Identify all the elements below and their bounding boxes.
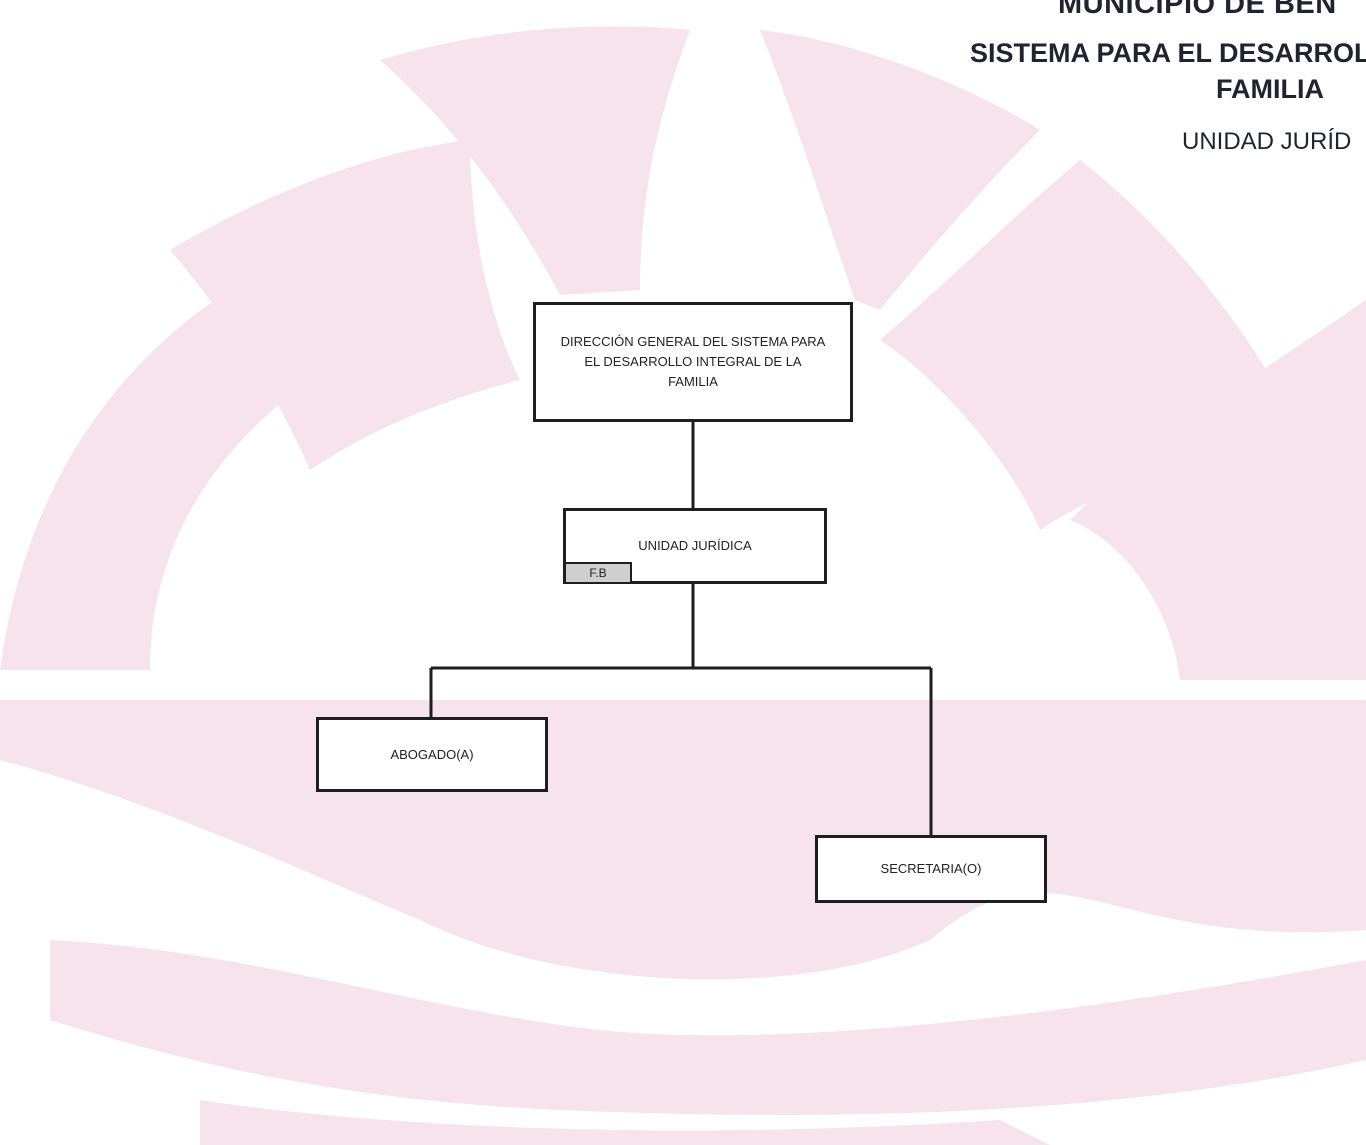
org-node-unidad-juridica: UNIDAD JURÍDICA <box>563 508 827 584</box>
header-municipality: MUNICIPIO DE BEN <box>1058 0 1337 20</box>
org-node-tag: F.B <box>564 562 632 584</box>
watermark-band <box>200 1100 1050 1145</box>
org-node-label: SECRETARIA(O) <box>880 861 982 876</box>
header-family: FAMILIA <box>1216 74 1324 104</box>
watermark-petal <box>1070 300 1366 680</box>
org-node-label: DIRECCIÓN GENERAL DEL SISTEMA PARA EL DE… <box>560 334 826 389</box>
org-node-direccion-general: DIRECCIÓN GENERAL DEL SISTEMA PARA EL DE… <box>533 302 853 422</box>
watermark-petal <box>170 140 520 470</box>
header-system: SISTEMA PARA EL DESARROL <box>970 38 1366 68</box>
org-node-abogado: ABOGADO(A) <box>316 717 548 792</box>
watermark-petal <box>380 26 690 295</box>
org-node-label: UNIDAD JURÍDICA <box>638 538 752 553</box>
watermark-petal <box>0 290 310 670</box>
document-header: MUNICIPIO DE BEN SISTEMA PARA EL DESARRO… <box>0 0 1366 170</box>
watermark-petal <box>760 30 1040 310</box>
watermark-band <box>50 940 1366 1115</box>
org-node-secretaria: SECRETARIA(O) <box>815 835 1047 903</box>
header-unit: UNIDAD JURÍD <box>1182 128 1352 155</box>
org-node-label: ABOGADO(A) <box>390 746 474 762</box>
